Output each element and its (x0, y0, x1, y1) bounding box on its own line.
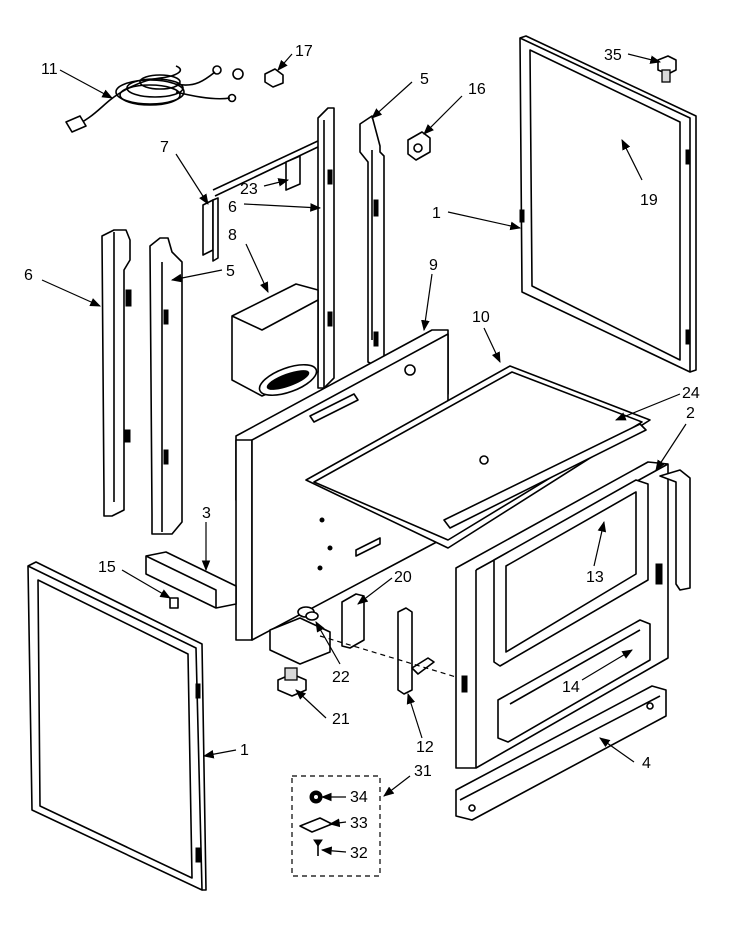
part-label-32: 32 (350, 845, 368, 862)
hinge-12-drawing (319, 607, 467, 695)
part-label-8: 8 (228, 227, 237, 244)
side-panel-left-drawing (27, 561, 207, 891)
bracket-20-drawing (341, 593, 365, 649)
clip-drawing (264, 68, 284, 88)
left-posts-drawing (101, 229, 183, 535)
vent-duct-drawing (231, 283, 319, 397)
part-label-24: 24 (682, 385, 700, 402)
part-label-3: 3 (202, 505, 211, 522)
bottom-rail-drawing (145, 551, 331, 665)
part-label-6-lower: 6 (24, 267, 33, 284)
part-label-13: 13 (586, 569, 604, 586)
screw-22-drawing (297, 606, 319, 621)
part-labels: 11 17 5 16 35 19 1 7 23 6 8 5 6 9 10 24 … (24, 43, 700, 862)
part-label-5-lower: 5 (226, 263, 235, 280)
front-frame-drawing (455, 461, 691, 769)
leveler-21-drawing (277, 667, 307, 697)
bracket-16-drawing (407, 131, 431, 161)
part-label-9: 9 (429, 257, 438, 274)
power-cord-drawing (65, 65, 244, 133)
side-panel-right-drawing (519, 35, 697, 373)
part-label-35: 35 (604, 47, 622, 64)
part-label-2: 2 (686, 405, 695, 422)
part-label-1-lower: 1 (240, 742, 249, 759)
part-label-10: 10 (472, 309, 490, 326)
part-label-7: 7 (160, 139, 169, 156)
part-label-17: 17 (295, 43, 313, 60)
part-label-14: 14 (562, 679, 580, 696)
leader-lines (41, 53, 687, 856)
part-label-33: 33 (350, 815, 368, 832)
part-label-20: 20 (394, 569, 412, 586)
bolt-15-drawing (169, 597, 179, 609)
hardware-kit-drawing (291, 775, 381, 877)
part-label-12: 12 (416, 739, 434, 756)
part-label-1-upper: 1 (432, 205, 441, 222)
top-panel-drawing (305, 365, 651, 549)
part-label-15: 15 (98, 559, 116, 576)
part-label-23: 23 (240, 181, 258, 198)
part-label-16: 16 (468, 81, 486, 98)
part-label-21: 21 (332, 711, 350, 728)
part-label-5-upper: 5 (420, 71, 429, 88)
rear-frame-drawing (202, 107, 385, 389)
lower-trim-drawing (455, 685, 667, 821)
part-label-19: 19 (640, 192, 658, 209)
part-label-34: 34 (350, 789, 368, 806)
part-label-11: 11 (41, 61, 58, 78)
part-label-4: 4 (642, 755, 651, 772)
part-label-31: 31 (414, 763, 432, 780)
part-label-22: 22 (332, 669, 350, 686)
part-label-6-upper: 6 (228, 199, 237, 216)
